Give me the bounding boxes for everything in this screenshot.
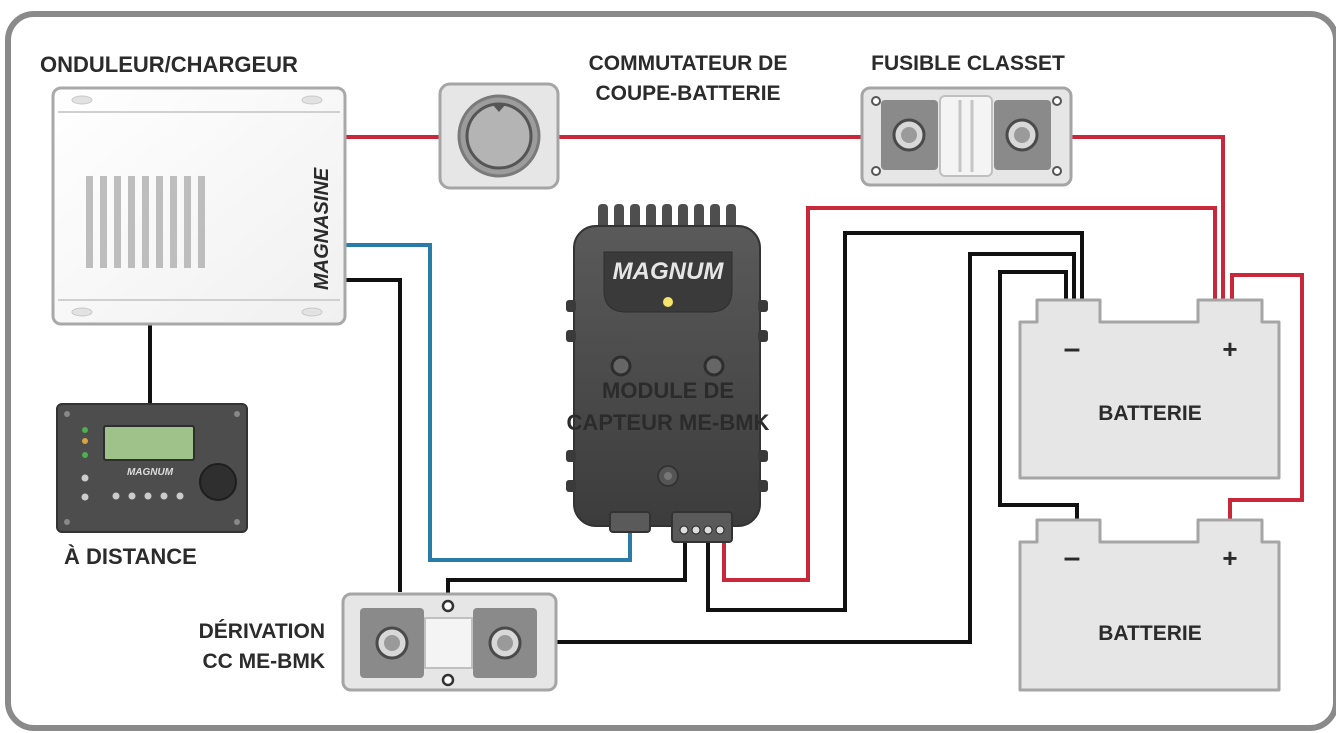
- battery-disconnect-switch: [438, 82, 560, 190]
- battery-top-minus: –: [1064, 332, 1081, 365]
- inverter-negative-wire: [345, 278, 402, 592]
- module-status-led: [663, 297, 673, 307]
- battery-negative-series: [998, 270, 1079, 520]
- battery-bottom: – + BATTERIE: [1018, 518, 1281, 692]
- switch-knob-pointer-icon: [492, 104, 506, 112]
- battery-top-label: BATTERIE: [1098, 402, 1201, 425]
- wires: [148, 135, 1304, 644]
- battery-top: – + BATTERIE: [1018, 298, 1281, 480]
- label-switch-line1: COMMUTATEUR DE: [589, 52, 788, 75]
- comm-wire: [345, 243, 632, 562]
- inverter-logo: MAGNASINE: [311, 167, 333, 290]
- positive-wire-fuse-battery: [1071, 135, 1225, 300]
- remote-select-knob: [199, 463, 237, 501]
- battery-bottom-plus: +: [1222, 543, 1237, 573]
- positive-sense-wire: [722, 206, 1217, 582]
- battery-bottom-minus: –: [1064, 541, 1081, 574]
- remote-logo: MAGNUM: [127, 467, 174, 478]
- battery-bottom-label: BATTERIE: [1098, 622, 1201, 645]
- shunt-battery-wire: [556, 252, 1076, 644]
- inverter-vent: [86, 176, 205, 268]
- label-module-line1: MODULE DE: [602, 378, 734, 403]
- label-remote: À DISTANCE: [64, 544, 197, 569]
- label-inverter-charger: ONDULEUR/CHARGEUR: [40, 52, 298, 77]
- module-comm-port: [609, 511, 651, 533]
- label-module-line2: CAPTEUR ME-BMK: [567, 410, 770, 435]
- battery-top-plus: +: [1222, 334, 1237, 364]
- label-shunt-line1: DÉRIVATION: [199, 620, 325, 643]
- remote-lcd-screen: [103, 425, 195, 461]
- label-fuse: FUSIBLE CLASSET: [871, 52, 1065, 75]
- remote-panel: MAGNUM: [56, 403, 248, 533]
- shunt-module-wire: [446, 542, 687, 600]
- module-terminal-block: [671, 511, 733, 543]
- label-switch-line2: COUPE-BATTERIE: [595, 82, 780, 105]
- me-bmk-sensor-module: MAGNUM: [566, 204, 768, 543]
- module-battery-negative-wire: [706, 231, 1084, 612]
- remote-buttons: [112, 492, 184, 500]
- dc-shunt: [341, 592, 558, 692]
- class-t-fuse: [860, 86, 1073, 187]
- inverter-charger: MAGNASINE: [51, 86, 347, 326]
- module-logo: MAGNUM: [613, 258, 725, 285]
- battery-series-link: [1228, 273, 1304, 520]
- label-shunt-line2: CC ME-BMK: [203, 650, 325, 673]
